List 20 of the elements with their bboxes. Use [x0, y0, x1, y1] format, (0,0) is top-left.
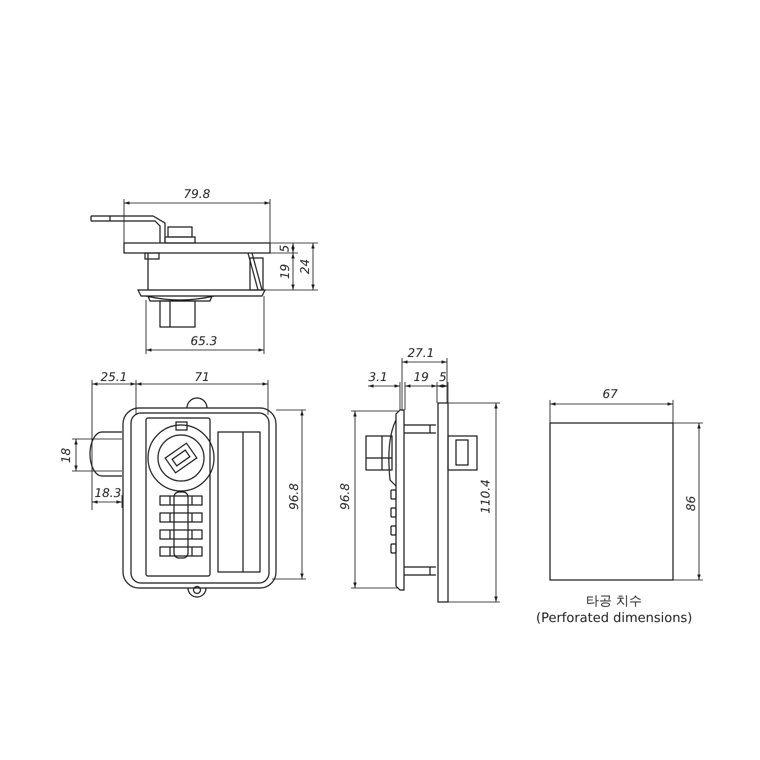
dimension-label: 19: [414, 370, 429, 384]
dimension-label: 25.1: [100, 370, 128, 384]
dimension-label: 86: [684, 495, 698, 511]
caption-text: 타공 치수: [586, 594, 642, 608]
dimension-label: 79.8: [184, 188, 210, 200]
dimension-label: 24: [298, 258, 312, 274]
dimension-label: 18.3: [94, 486, 122, 500]
dimension-label: 71: [194, 370, 210, 384]
caption-text: (Perforated dimensions): [536, 610, 692, 626]
dimension-label: 5: [439, 370, 447, 384]
dimension-label: 96.8: [287, 482, 300, 510]
dimension-label: 67: [602, 388, 618, 400]
dimension-label: 65.3: [190, 334, 218, 348]
dimension-label: 5: [278, 244, 292, 252]
dimension-label: 3.1: [368, 370, 388, 384]
dimension-label: 96.8: [338, 482, 352, 510]
dimension-label: 18: [60, 447, 73, 463]
dimension-label: 27.1: [408, 346, 434, 360]
dimension-label: 19: [278, 263, 292, 279]
dimension-label: 110.4: [480, 478, 493, 514]
